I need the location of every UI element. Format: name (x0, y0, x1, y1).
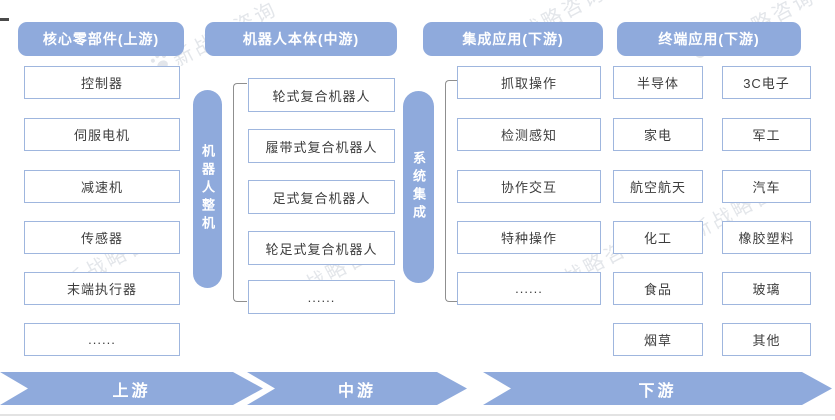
box-upstream-ellipsis: ...... (24, 323, 180, 356)
box-rubber-plastics: 橡胶塑料 (722, 221, 811, 254)
box-tobacco: 烟草 (613, 323, 703, 356)
box-special-operation: 特种操作 (457, 221, 601, 254)
box-end-effector: 末端执行器 (24, 272, 180, 305)
header-robot-body: 机器人本体(中游) (205, 22, 397, 56)
box-home-appliance: 家电 (613, 118, 703, 151)
box-automotive: 汽车 (722, 170, 811, 203)
vertical-bar-system-integration: 系统集成 (403, 91, 434, 283)
flow-arrow-midstream: 中游 (247, 372, 467, 405)
box-reducer: 减速机 (24, 170, 180, 203)
bottom-divider (0, 414, 835, 416)
box-aerospace: 航空航天 (613, 170, 703, 203)
header-integrated-application: 集成应用(下游) (423, 22, 603, 56)
box-controller: 控制器 (24, 66, 180, 99)
box-chemical: 化工 (613, 221, 703, 254)
box-wheel-legged-composite-robot: 轮足式复合机器人 (248, 231, 395, 265)
box-tracked-composite-robot: 履带式复合机器人 (248, 129, 395, 163)
box-grasping-operation: 抓取操作 (457, 66, 601, 99)
box-wheeled-composite-robot: 轮式复合机器人 (248, 78, 395, 112)
header-core-components: 核心零部件(上游) (18, 22, 184, 56)
box-legged-composite-robot: 足式复合机器人 (248, 180, 395, 214)
box-food: 食品 (613, 272, 703, 305)
bracket-robot-body (233, 83, 247, 302)
box-midstream-ellipsis: ...... (248, 280, 395, 314)
box-other: 其他 (722, 323, 811, 356)
box-integration-ellipsis: ...... (457, 272, 601, 305)
box-collaborative-interaction: 协作交互 (457, 170, 601, 203)
box-semiconductor: 半导体 (613, 66, 703, 99)
header-terminal-application: 终端应用(下游) (617, 22, 801, 56)
box-3c-electronics: 3C电子 (722, 66, 811, 99)
bracket-integration (445, 80, 457, 302)
box-glass: 玻璃 (722, 272, 811, 305)
flow-arrow-upstream: 上游 (0, 372, 263, 405)
box-detection-perception: 检测感知 (457, 118, 601, 151)
box-sensor: 传感器 (24, 221, 180, 254)
box-servo-motor: 伺服电机 (24, 118, 180, 151)
box-military: 军工 (722, 118, 811, 151)
vertical-bar-robot-machine: 机器人整机 (193, 90, 222, 288)
flow-arrow-downstream: 下游 (483, 372, 832, 405)
edge-artifact (0, 18, 9, 21)
